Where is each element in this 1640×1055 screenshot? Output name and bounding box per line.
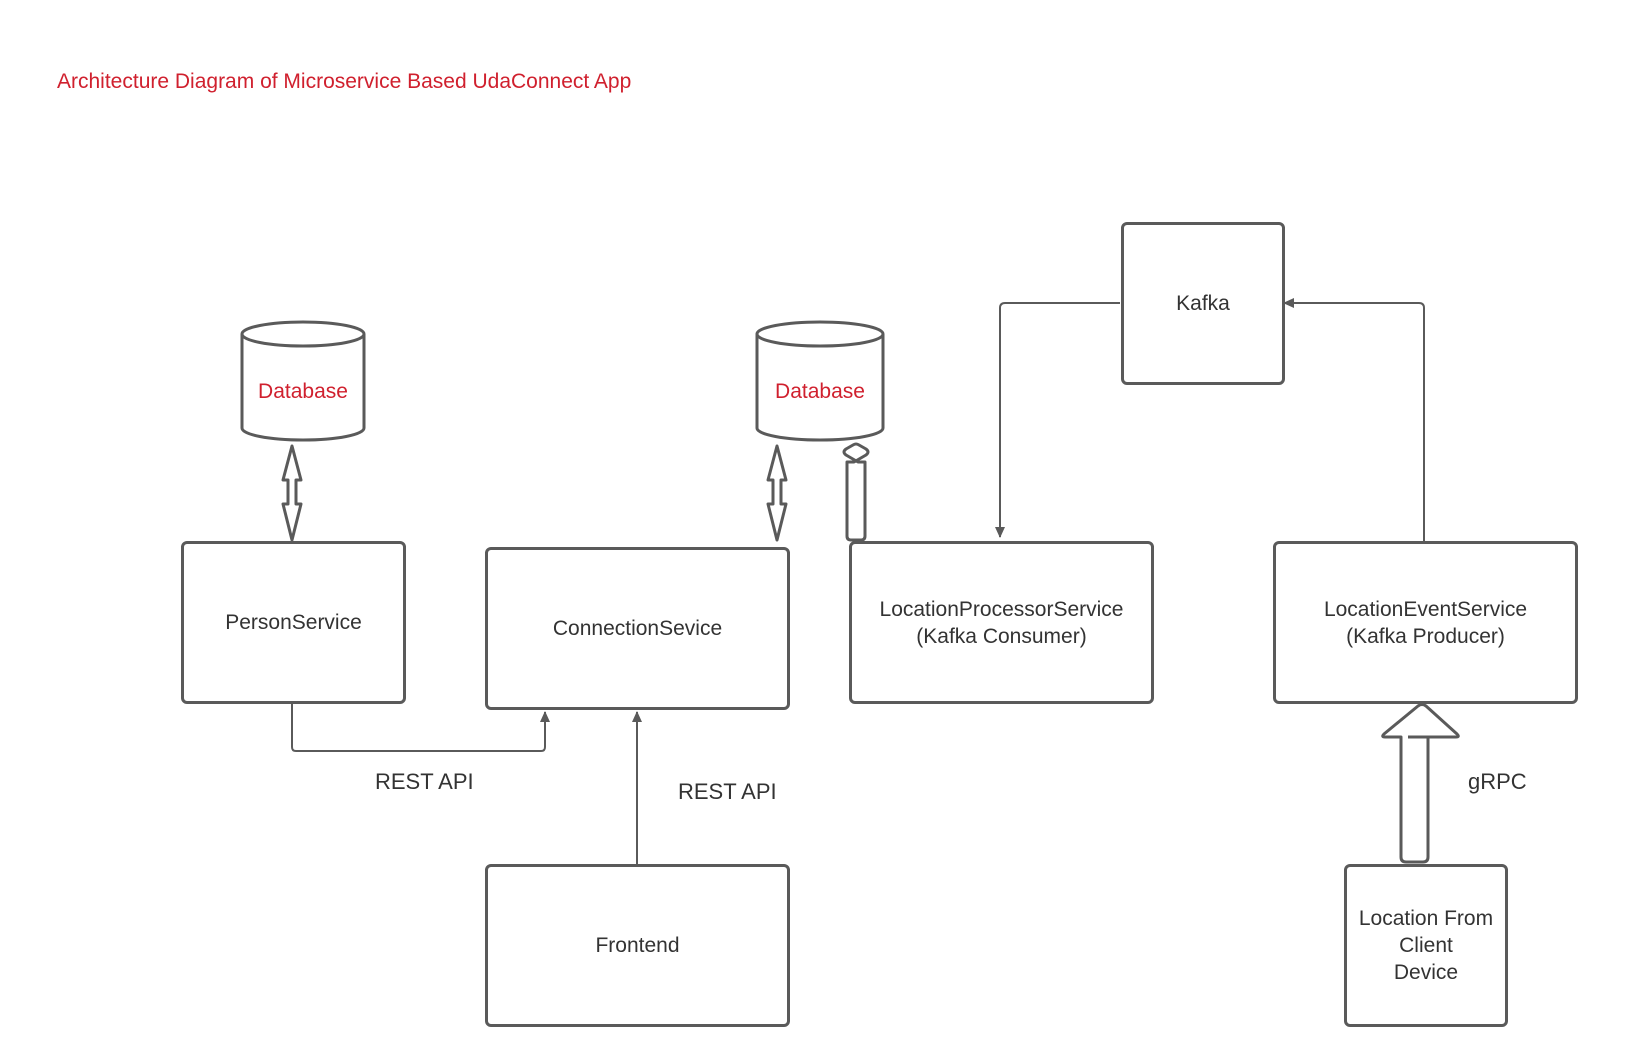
database-label-connection: Database [775, 380, 865, 403]
person-service-node: PersonService [181, 541, 406, 704]
client-device-label-line3: Device [1393, 961, 1459, 984]
location-event-sublabel: (Kafka Producer) [1346, 624, 1505, 648]
connector-event-to-kafka [1283, 298, 1425, 541]
client-device-node: Location From Client Device [1344, 864, 1508, 1027]
edge-label-person-rest: REST API [375, 769, 474, 794]
database-cylinder-person [240, 320, 366, 442]
double-arrow-connection-database [766, 444, 788, 542]
client-device-label-line2: Client [1399, 934, 1453, 957]
kafka-node: Kafka [1121, 222, 1285, 385]
edge-label-grpc: gRPC [1468, 769, 1527, 794]
connector-person-to-connection [291, 704, 550, 752]
diagram-title: Architecture Diagram of Microservice Bas… [57, 70, 632, 93]
block-arrow-processor-to-database [842, 442, 870, 542]
connection-service-label: ConnectionSevice [552, 617, 723, 640]
frontend-node: Frontend [485, 864, 790, 1027]
location-processor-label: LocationProcessorService [879, 597, 1124, 621]
edge-label-frontend-rest: REST API [678, 779, 777, 804]
location-processor-node: LocationProcessorService (Kafka Consumer… [849, 541, 1154, 704]
database-label-person: Database [258, 380, 348, 403]
block-arrow-client-to-event [1381, 703, 1460, 864]
client-device-label-line1: Location From [1358, 907, 1494, 930]
frontend-label: Frontend [595, 934, 680, 957]
location-event-label: LocationEventService [1323, 597, 1528, 621]
connector-kafka-to-processor [995, 302, 1120, 538]
connection-service-node: ConnectionSevice [485, 547, 790, 710]
double-arrow-person-database [281, 444, 303, 542]
location-event-node: LocationEventService (Kafka Producer) [1273, 541, 1578, 704]
person-service-label: PersonService [225, 611, 362, 634]
kafka-node-label: Kafka [1176, 292, 1230, 315]
database-cylinder-connection [755, 320, 885, 442]
location-processor-sublabel: (Kafka Consumer) [916, 624, 1087, 648]
